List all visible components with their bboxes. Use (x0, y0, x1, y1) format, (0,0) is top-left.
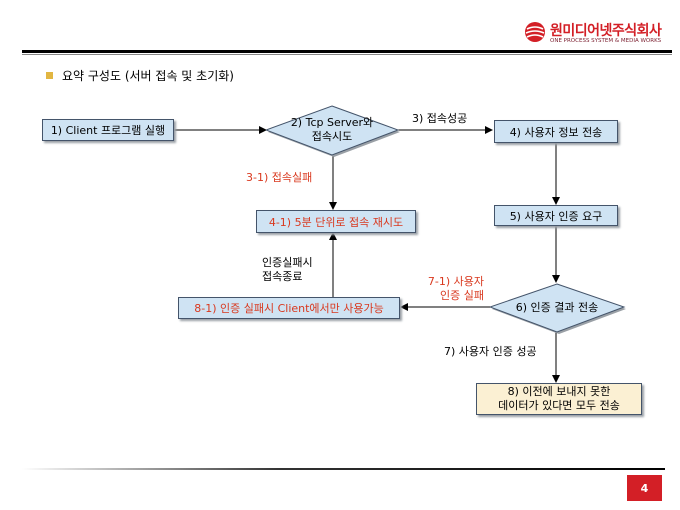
label-auth-fail-end: 인증실패시 접속종료 (262, 256, 313, 284)
section-title: 요약 구성도 (서버 접속 및 초기화) (62, 69, 234, 83)
label-auth-fail-end-line2: 접속종료 (262, 270, 303, 283)
node-request-auth: 5) 사용자 인증 요구 (494, 205, 618, 226)
node-send-unsent: 8) 이전에 보내지 못한 데이터가 있다면 모두 전송 (476, 383, 642, 415)
label-connect-success: 3) 접속성공 (412, 112, 468, 125)
label-auth-fail-end-line1: 인증실패시 (262, 256, 313, 269)
node-client-only: 8-1) 인증 실패시 Client에서만 사용가능 (178, 297, 400, 319)
diamond-shape (266, 105, 400, 157)
diamond-shape (490, 283, 626, 334)
node-send-unsent-line2: 데이터가 있다면 모두 전송 (498, 399, 620, 412)
logo-globe-icon (525, 22, 545, 42)
company-logo: 원미디어넷주식회사 ONE PROCESS SYSTEM & MEDIA WOR… (524, 20, 674, 50)
decision-tcp-line1: 2) Tcp Server와 (290, 116, 374, 129)
logo-title: 원미디어넷주식회사 (550, 23, 662, 39)
header-divider (22, 50, 672, 55)
page-number: 4 (627, 475, 662, 501)
decision-tcp-line2: 접속시도 (311, 130, 353, 143)
footer-divider (22, 468, 665, 470)
label-auth-fail-line1: 7-1) 사용자 (427, 275, 484, 288)
label-connect-fail: 3-1) 접속실패 (246, 171, 313, 184)
bullet-icon (46, 72, 53, 79)
decision-tcp-connect: 2) Tcp Server와 접속시도 (266, 105, 400, 157)
node-client-run: 1) Client 프로그램 실행 (42, 119, 174, 141)
logo-subtitle: ONE PROCESS SYSTEM & MEDIA WORKS (550, 38, 662, 44)
decision-auth-label: 6) 인증 결과 전송 (515, 300, 599, 314)
node-send-user-info: 4) 사용자 정보 전송 (494, 120, 618, 143)
label-auth-success: 7) 사용자 인증 성공 (444, 345, 537, 358)
node-retry-connect: 4-1) 5분 단위로 접속 재시도 (256, 210, 416, 233)
decision-auth-result: 6) 인증 결과 전송 (490, 283, 626, 334)
label-auth-fail-line2: 인증 실패 (440, 289, 484, 302)
node-send-unsent-line1: 8) 이전에 보내지 못한 (507, 385, 611, 398)
label-auth-fail: 7-1) 사용자 인증 실패 (410, 275, 484, 303)
